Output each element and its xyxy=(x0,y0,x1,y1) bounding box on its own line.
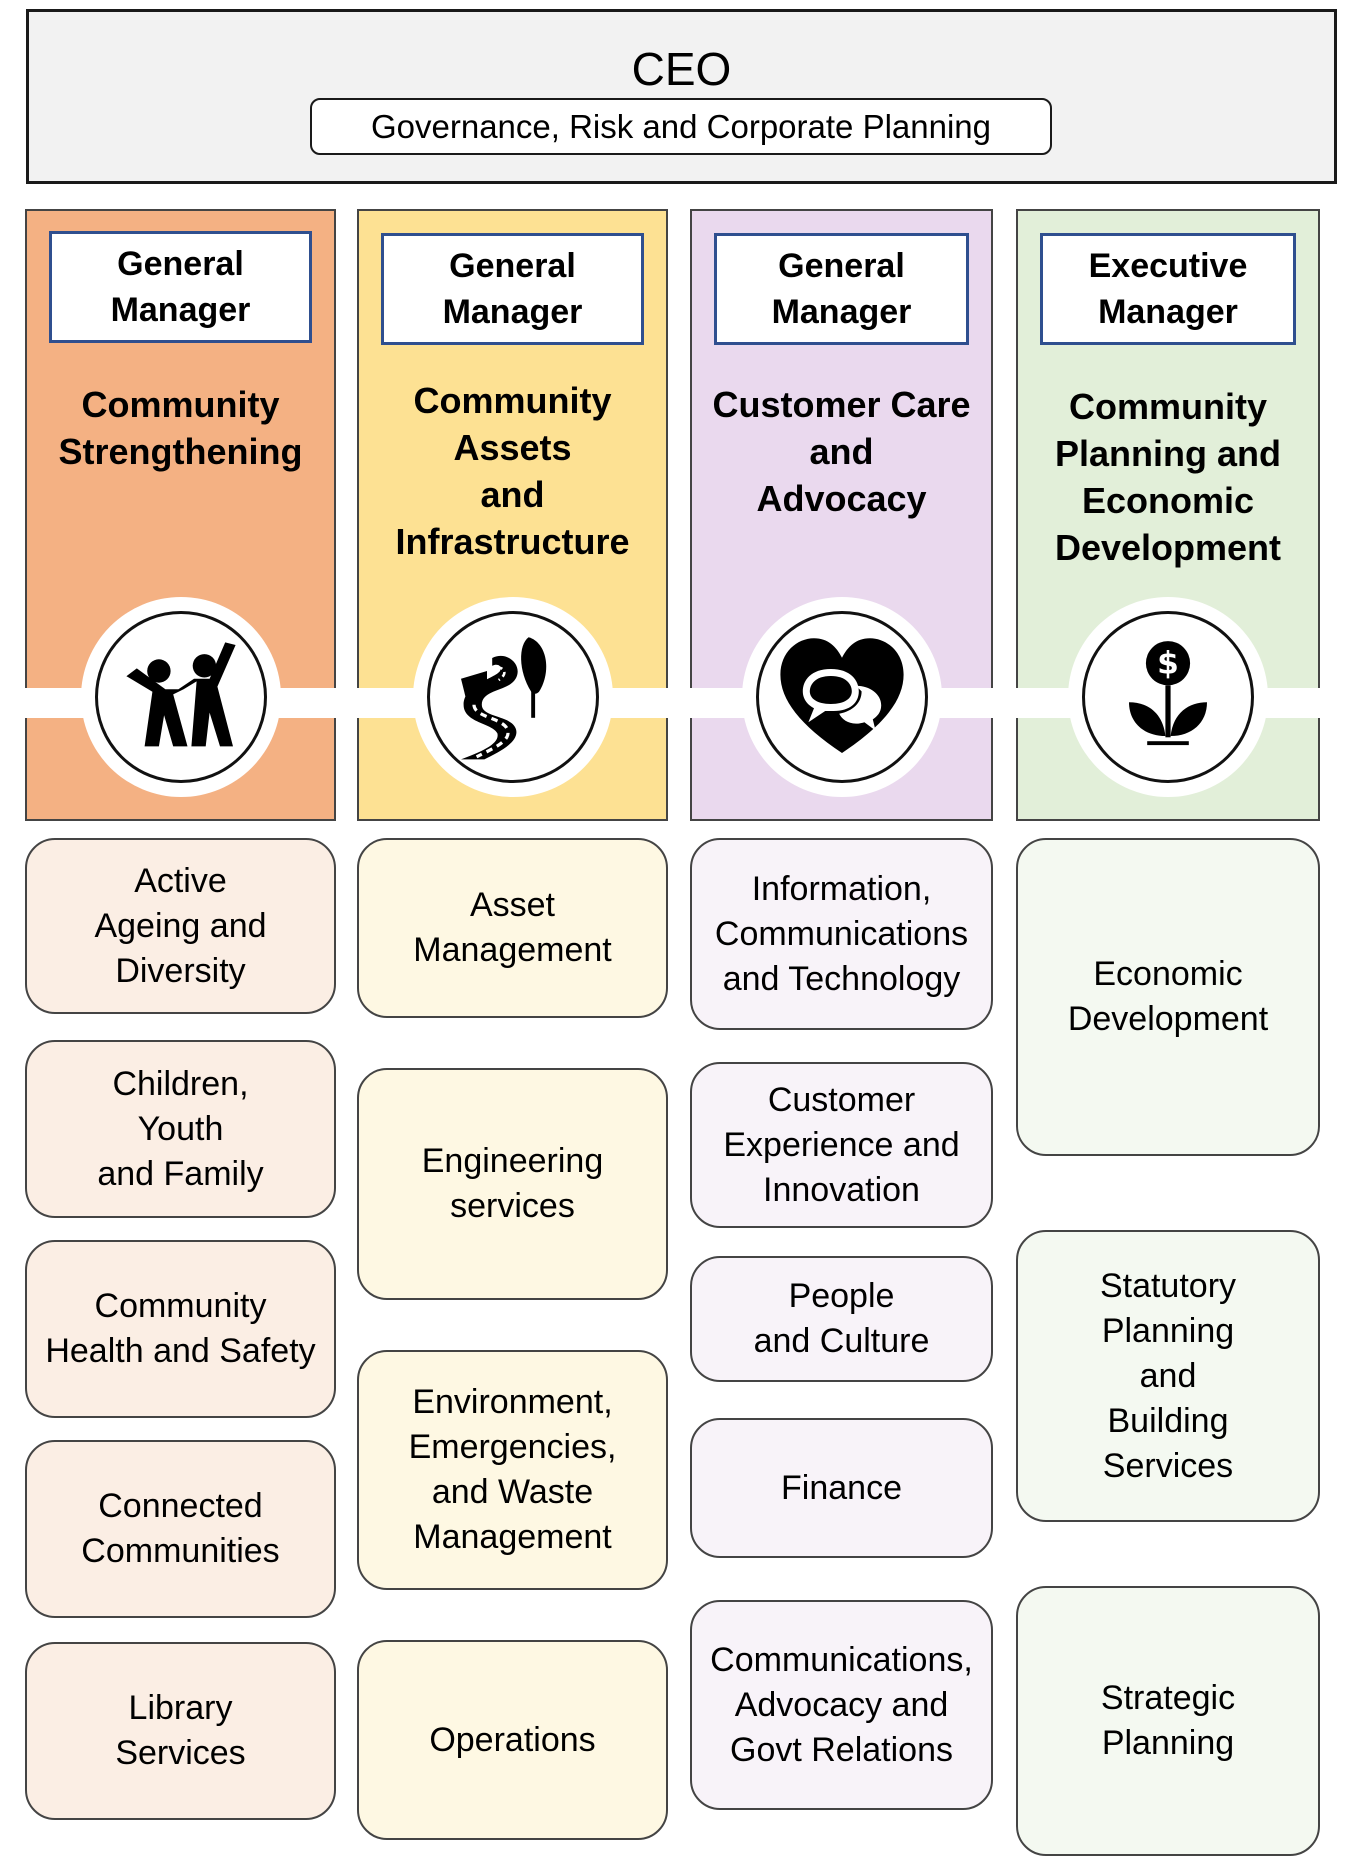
people-icon xyxy=(94,611,267,783)
unit-box: People and Culture xyxy=(690,1256,993,1382)
manager-title: General Manager xyxy=(714,233,969,345)
unit-box: Engineering services xyxy=(357,1068,668,1300)
unit-box: Community Health and Safety xyxy=(25,1240,336,1418)
unit-box: Statutory Planning and Building Services xyxy=(1016,1230,1320,1522)
unit-box: Asset Management xyxy=(357,838,668,1018)
heart-chat-icon xyxy=(755,611,928,783)
department-name: Customer Care and Advocacy xyxy=(712,384,971,519)
department-name: Community Strengthening xyxy=(58,384,303,472)
ceo-subtitle: Governance, Risk and Corporate Planning xyxy=(310,98,1052,155)
unit-box: Environment, Emergencies, and Waste Mana… xyxy=(357,1350,668,1590)
unit-box: Information, Communications and Technolo… xyxy=(690,838,993,1030)
manager-title: General Manager xyxy=(49,231,312,343)
unit-box: Active Ageing and Diversity xyxy=(25,838,336,1014)
ceo-title: CEO xyxy=(631,43,732,95)
unit-box: Operations xyxy=(357,1640,668,1840)
manager-title: Executive Manager xyxy=(1040,233,1296,345)
svg-text:$: $ xyxy=(1157,646,1179,682)
unit-box: Library Services xyxy=(25,1642,336,1820)
unit-box: Children, Youth and Family xyxy=(25,1040,336,1218)
department-name: Community Assets and Infrastructure xyxy=(395,380,630,562)
manager-title: General Manager xyxy=(381,233,644,345)
money-plant-icon: $ xyxy=(1082,611,1254,783)
road-icon xyxy=(426,611,599,783)
unit-box: Economic Development xyxy=(1016,838,1320,1156)
unit-box: Communications, Advocacy and Govt Relati… xyxy=(690,1600,993,1810)
unit-box: Connected Communities xyxy=(25,1440,336,1618)
unit-box: Finance xyxy=(690,1418,993,1558)
department-name: Community Planning and Economic Developm… xyxy=(1054,386,1282,568)
unit-box: Strategic Planning xyxy=(1016,1586,1320,1856)
unit-box: Customer Experience and Innovation xyxy=(690,1062,993,1228)
ceo-box: CEO Governance, Risk and Corporate Plann… xyxy=(26,9,1337,184)
